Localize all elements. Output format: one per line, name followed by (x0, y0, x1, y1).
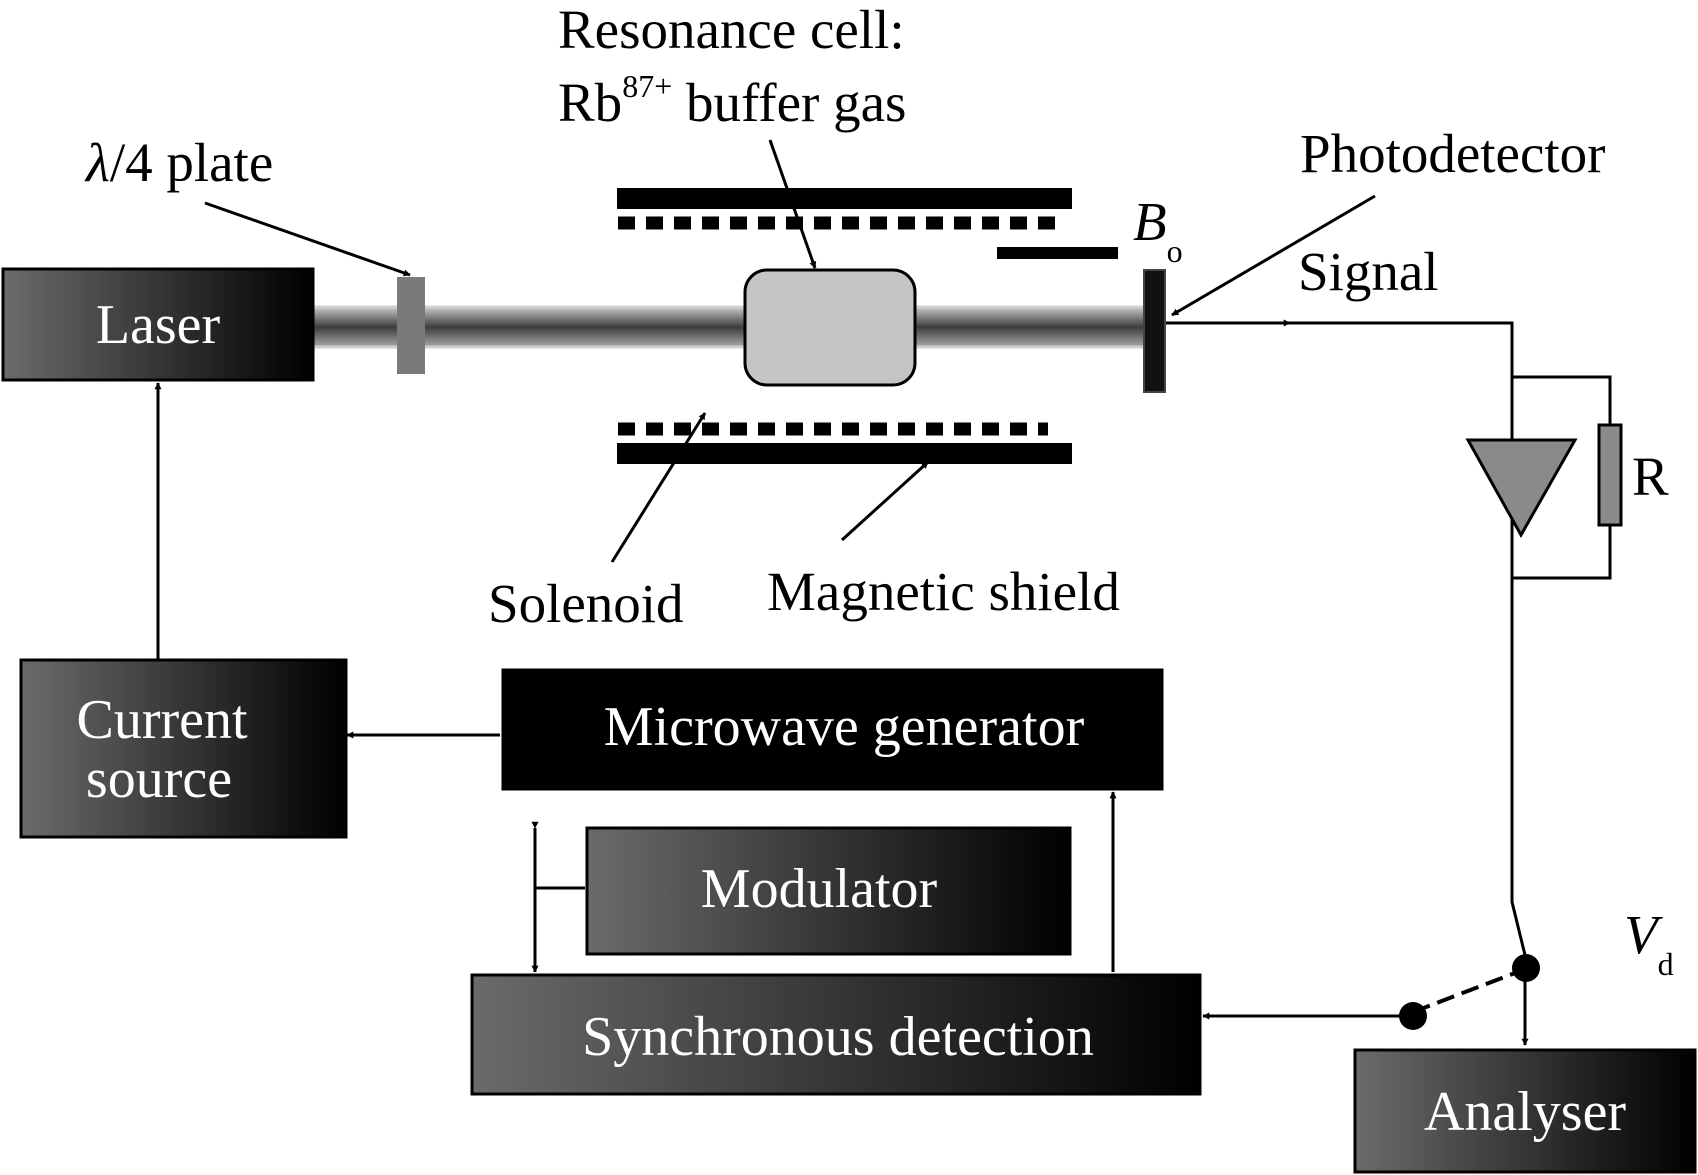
b-field-subscript: o (1167, 233, 1183, 269)
laser-block: Laser (1, 267, 315, 382)
quarter-wave-text: /4 plate (110, 132, 273, 193)
voltage-label: Vd (1624, 904, 1674, 982)
resonance-cell-pointer (768, 139, 817, 269)
output-node (1512, 954, 1540, 982)
resonance-cell (743, 268, 917, 387)
resonance-cell-title: Resonance cell: (558, 0, 905, 60)
rb-symbol: Rb (558, 72, 622, 133)
signal-label: Signal (1298, 241, 1439, 302)
resistor (1597, 423, 1623, 527)
magnetic-shield-bottom-bar (617, 443, 1072, 464)
synchronous-detection-block: Synchronous detection (470, 973, 1202, 1096)
quarter-wave-label: λ/4 plate (84, 132, 273, 193)
laser-label: Laser (96, 294, 221, 356)
rb-isotope: 87+ (622, 68, 672, 104)
signal-wire (1290, 321, 1527, 956)
current-source-label-line1: Current (76, 689, 248, 751)
magnetic-shield-pointer (840, 460, 930, 542)
switch-blade (1412, 971, 1516, 1014)
quarter-wave-plate (397, 277, 425, 374)
b-field-symbol: B (1133, 191, 1167, 252)
solenoid-label: Solenoid (488, 573, 684, 634)
analyser-label: Analyser (1424, 1081, 1627, 1143)
magnetic-shield-label: Magnetic shield (767, 561, 1120, 622)
quarter-wave-pointer (204, 201, 411, 277)
amplifier (1465, 438, 1578, 539)
solenoid-pointer (610, 412, 707, 563)
b-field-label: Bo (1133, 191, 1183, 269)
switch-node (1399, 1002, 1427, 1030)
lambda-symbol: λ (84, 132, 110, 193)
microwave-generator-label: Microwave generator (604, 696, 1085, 758)
voltage-symbol: V (1624, 904, 1663, 965)
photodetector (1143, 269, 1166, 393)
resonance-cell-gas: Rb87+ buffer gas (558, 68, 906, 133)
modulator-label: Modulator (701, 858, 938, 920)
photodetector-label: Photodetector (1300, 123, 1605, 184)
resistor-label: R (1632, 446, 1669, 507)
laser-beam (308, 305, 1152, 349)
magnetic-shield-top-bar (617, 188, 1072, 209)
modulator-block: Modulator (585, 826, 1072, 956)
photodetector-pointer (1171, 194, 1376, 317)
analyser-block: Analyser (1353, 1048, 1697, 1174)
synchronous-detection-label: Synchronous detection (582, 1006, 1094, 1068)
buffer-gas-text: buffer gas (672, 72, 906, 133)
voltage-subscript: d (1658, 946, 1674, 982)
microwave-generator-block: Microwave generator (501, 668, 1164, 791)
current-source-label-line2: source (86, 748, 232, 810)
current-source-block: Current source (19, 658, 348, 839)
